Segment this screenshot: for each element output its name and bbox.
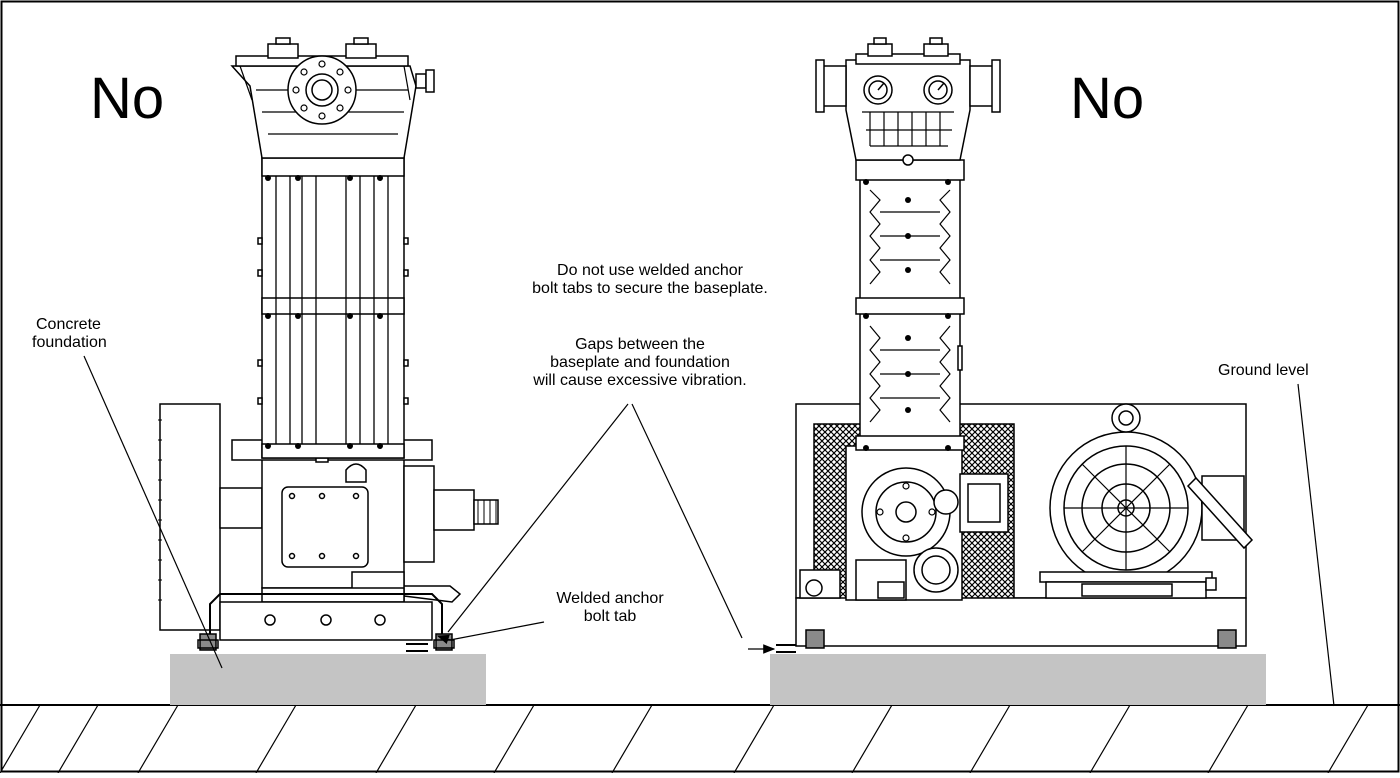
gap-leader-right xyxy=(631,403,743,639)
concrete-foundation-leader xyxy=(83,355,223,669)
left-verdict-label: No xyxy=(90,66,165,131)
right-electric-motor xyxy=(1039,403,1254,599)
left-gap-indicator xyxy=(406,643,428,652)
gap-note-line1: Gaps between the xyxy=(575,336,705,353)
right-verdict-label: No xyxy=(1070,66,1145,131)
welded-tab-note-line1: Do not use welded anchor xyxy=(557,262,743,279)
left-compressor xyxy=(158,37,499,705)
ground-level-label: Ground level xyxy=(1218,362,1309,379)
right-gap-indicator xyxy=(776,644,796,653)
concrete-foundation-label: Concrete foundation xyxy=(32,316,107,352)
right-foot-right xyxy=(1217,629,1237,649)
welded-tab-note-line2: bolt tabs to secure the baseplate. xyxy=(532,280,768,297)
concrete-foundation-line1: Concrete xyxy=(36,316,101,333)
annotation-leaders xyxy=(83,355,1335,707)
welded-tab-warning-note: Do not use welded anchor bolt tabs to se… xyxy=(490,262,810,298)
gap-warning-note: Gaps between the baseplate and foundatio… xyxy=(480,336,800,390)
right-concrete-foundation xyxy=(770,654,1266,705)
concrete-foundation-line2: foundation xyxy=(32,334,107,351)
welded-anchor-tab-callout: Welded anchor bolt tab xyxy=(530,590,690,626)
right-baseplate xyxy=(795,597,1247,647)
gap-leader-left xyxy=(447,403,629,633)
ground xyxy=(0,704,1400,774)
right-foot-left xyxy=(805,629,825,649)
ground-level-leader xyxy=(1297,383,1335,707)
gap-note-line2: baseplate and foundation xyxy=(550,354,730,371)
welded-tab-callout-line1: Welded anchor xyxy=(556,590,664,607)
left-baseplate xyxy=(209,593,443,640)
welded-tab-leader xyxy=(449,621,545,641)
right-compressor xyxy=(770,37,1266,705)
gap-note-line3: will cause excessive vibration. xyxy=(533,372,747,389)
welded-tab-callout-line2: bolt tab xyxy=(583,608,637,625)
right-oil-gauge xyxy=(933,489,959,515)
ground-hatching xyxy=(0,704,1369,774)
right-cylinder-head xyxy=(845,59,971,161)
left-concrete-foundation xyxy=(170,654,486,705)
